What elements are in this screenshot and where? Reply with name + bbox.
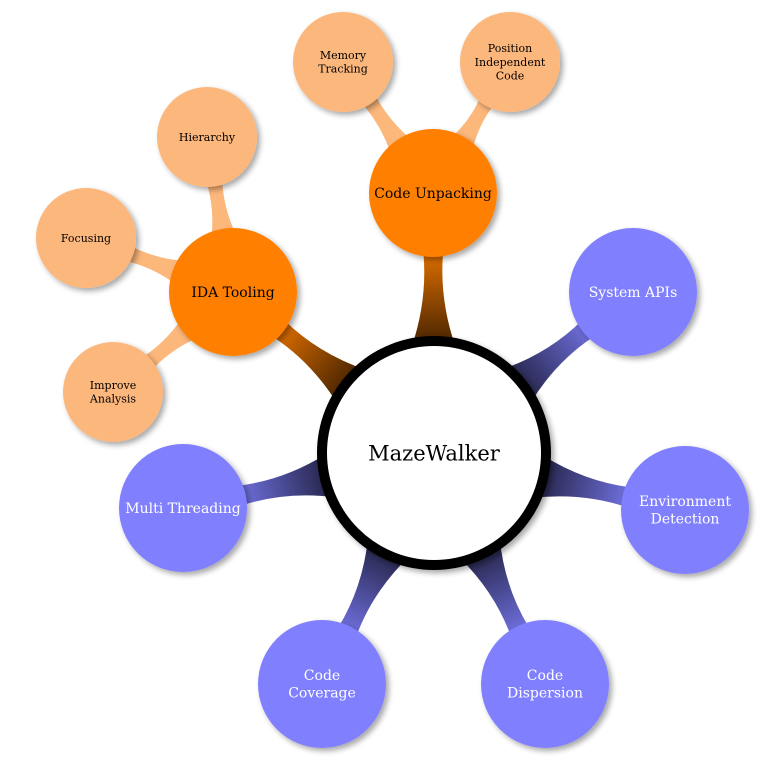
- connector-multi-threading: [237, 454, 336, 506]
- connector-improve-analysis: [141, 319, 197, 370]
- branch-node-system-apis: [569, 228, 697, 356]
- branch-node-code-unpacking: [369, 129, 497, 257]
- connector-code-coverage: [338, 538, 408, 637]
- branch-node-multi-threading: [119, 444, 247, 572]
- branch-node-environment-detection: [621, 446, 749, 574]
- connector-position-independent-code: [452, 95, 495, 150]
- child-node-improve-analysis: [63, 342, 163, 442]
- child-node-hierarchy: [157, 87, 257, 187]
- connector-code-dispersion: [460, 539, 529, 637]
- child-node-focusing: [36, 188, 136, 288]
- connector-memory-tracking: [361, 93, 411, 152]
- branch-node-code-dispersion: [481, 620, 609, 748]
- connector-environment-detection: [532, 455, 631, 507]
- branch-node-code-coverage: [258, 620, 386, 748]
- connector-hierarchy: [206, 179, 236, 237]
- connector-focusing: [124, 245, 183, 284]
- connector-layer: [124, 93, 631, 637]
- child-node-memory-tracking: [293, 12, 393, 112]
- connector-code-unpacking: [411, 250, 456, 348]
- root-node: [317, 336, 551, 570]
- branch-node-ida-tooling: [169, 228, 297, 356]
- child-node-position-independent-code: [460, 12, 560, 112]
